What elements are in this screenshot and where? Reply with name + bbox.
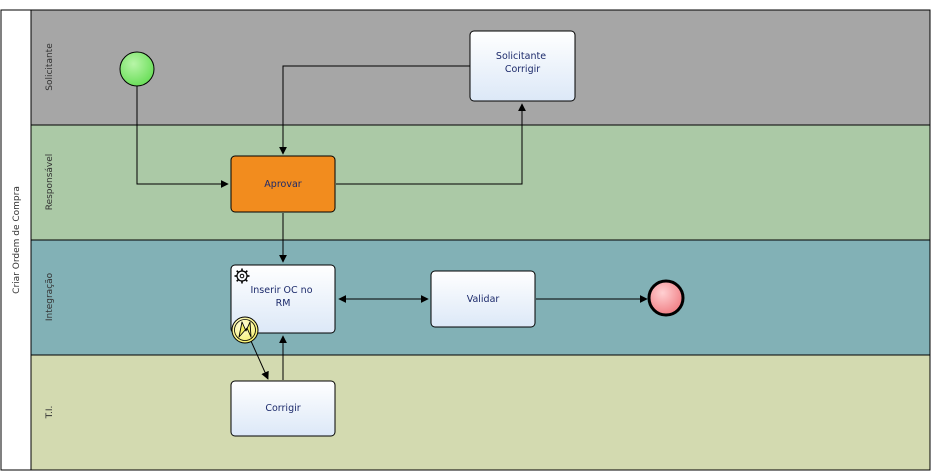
flow-aprovar-to-solicitante-corrigir[interactable]	[336, 103, 526, 185]
task-aprovar[interactable]: Aprovar	[230, 155, 336, 213]
task-label-line: Corrigir	[505, 64, 540, 75]
task-corrigir[interactable]: Corrigir	[230, 380, 336, 437]
svg-text:Solicitante Corrigir: Solicitante Corrigir	[496, 51, 549, 75]
error-boundary-event[interactable]	[231, 316, 259, 344]
task-label-aprovar: Aprovar	[264, 179, 301, 190]
lane-label-ti: T.I.	[45, 406, 55, 420]
task-label-line: Inserir OC no	[250, 285, 312, 296]
task-label-validar: Validar	[467, 294, 500, 305]
lane-responsavel: Responsável	[30, 124, 931, 241]
flow-start-to-aprovar[interactable]	[136, 86, 229, 188]
pool-label: Criar Ordem de Compra	[12, 186, 22, 294]
end-event[interactable]	[647, 279, 685, 317]
task-label-corrigir: Corrigir	[265, 403, 300, 414]
lane-label-solicitante: Solicitante	[45, 43, 55, 91]
task-inserir-oc[interactable]: Inserir OC no RM	[230, 264, 336, 334]
lane-label-integracao: Integração	[45, 272, 55, 321]
start-event[interactable]	[119, 51, 155, 87]
sequence-flows	[136, 65, 648, 380]
gear-icon	[234, 268, 250, 284]
task-label-line: Solicitante	[496, 51, 546, 62]
task-solicitante-corrigir[interactable]: Solicitante Corrigir	[469, 30, 576, 102]
task-validar[interactable]: Validar	[430, 270, 536, 328]
lightning-icon	[238, 321, 252, 338]
lane-label-responsavel: Responsável	[45, 154, 55, 211]
flow-solicitante-corrigir-to-aprovar[interactable]	[279, 65, 470, 155]
task-label-line: RM	[276, 298, 291, 309]
flow-error-to-corrigir[interactable]	[250, 340, 269, 380]
lane-ti: T.I.	[30, 354, 931, 471]
svg-text:Inserir OC no RM: Inserir OC no RM	[250, 285, 315, 309]
